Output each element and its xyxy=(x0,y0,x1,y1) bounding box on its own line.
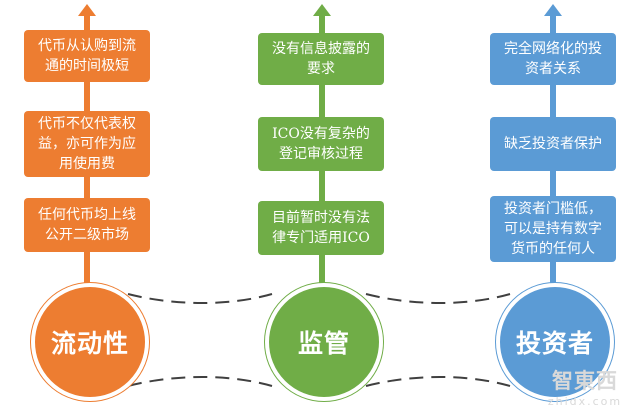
investors-circle: 投资者 xyxy=(496,283,614,401)
card-line: 完全网络化的投 xyxy=(504,41,602,57)
card-line: 益，亦可作为应 xyxy=(38,136,136,152)
card-line: 代币不仅代表权 xyxy=(38,116,136,132)
arrow-up-icon xyxy=(313,4,331,16)
card-line: 目前暂时没有法 xyxy=(272,210,370,226)
regulation-card-1: 没有信息披露的要求 xyxy=(258,33,384,85)
card-line: 要求 xyxy=(307,61,335,77)
card-line: 通的时间极短 xyxy=(45,58,129,74)
connector-bottom-left xyxy=(127,376,273,387)
card-line: 用使用费 xyxy=(59,156,115,172)
connector-top-right xyxy=(365,293,511,304)
card-line: 律专门适用ICO xyxy=(272,230,370,246)
card-line: 货币的任何人 xyxy=(511,241,595,257)
liquidity-card-2: 代币不仅代表权益，亦可作为应用使用费 xyxy=(24,111,150,177)
investors-card-3: 投资者门槛低， 可以是持有数字货币的任何人 xyxy=(490,196,616,262)
liquidity-title: 流动性 xyxy=(50,329,129,358)
watermark: 智東西 zhidx.com xyxy=(535,367,635,413)
watermark-logo: 智東西 xyxy=(552,369,618,393)
liquidity-circle: 流动性 xyxy=(31,283,149,401)
card-line: 登记审核过程 xyxy=(278,146,363,162)
card-line: 公开二级市场 xyxy=(45,227,129,243)
card-line: ICO没有复杂的 xyxy=(272,126,370,142)
arrow-up-icon xyxy=(78,4,96,16)
watermark-url: zhidx.com xyxy=(547,395,623,408)
liquidity-card-1: 代币从认购到流通的时间极短 xyxy=(24,30,150,82)
connector-bottom-right xyxy=(365,376,511,387)
regulation-card-3: 目前暂时没有法律专门适用ICO xyxy=(258,201,384,255)
investors-card-1: 完全网络化的投资者关系 xyxy=(490,33,616,85)
regulation-title: 监管 xyxy=(297,329,350,358)
card-line: 投资者门槛低， xyxy=(504,201,602,217)
connector-top-left xyxy=(127,293,273,304)
regulation-circle: 监管 xyxy=(265,283,383,401)
card-line: 没有信息披露的 xyxy=(272,41,370,57)
liquidity-card-3: 任何代币均上线公开二级市场 xyxy=(24,198,150,252)
card-line: 任何代币均上线 xyxy=(38,207,136,223)
arrow-up-icon xyxy=(544,4,562,16)
card-line: 代币从认购到流 xyxy=(38,38,136,54)
card-line: 缺乏投资者保护 xyxy=(504,136,602,152)
card-line: 可以是持有数字 xyxy=(504,221,602,237)
investors-title: 投资者 xyxy=(515,329,594,358)
card-line: 资者关系 xyxy=(525,61,581,77)
investors-card-2: 缺乏投资者保护 xyxy=(490,117,616,171)
regulation-card-2: ICO没有复杂的登记审核过程 xyxy=(258,117,384,171)
